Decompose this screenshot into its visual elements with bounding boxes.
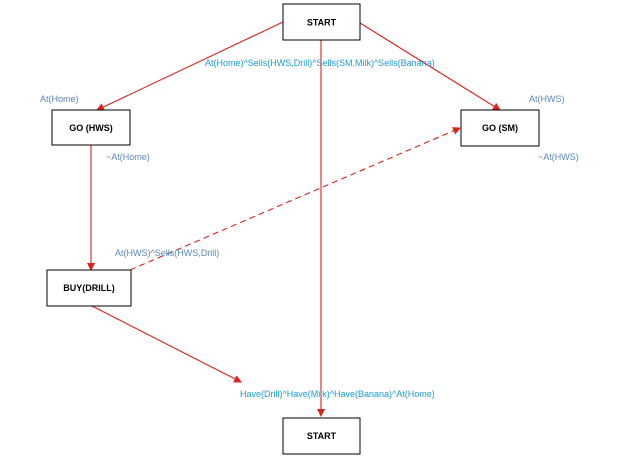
edge-buy-drill-to-goal [91,305,242,383]
annotation-initial-state: At(Home)^Sells(HWS,Drill)^Sells(SM,Milk)… [205,58,435,68]
annotations: At(Home)^Sells(HWS,Drill)^Sells(SM,Milk)… [40,58,579,399]
node-buy-drill: BUY(DRILL) [46,269,132,307]
node-buy-drill-label: BUY(DRILL) [63,283,115,293]
edge-start-to-go-sm [359,22,501,111]
node-start-top-label: START [307,18,337,28]
annotation-go-hws-effect: ~At(Home) [106,152,150,162]
annotation-buy-drill-precondition: At(HWS)^Sells(HWS,Drill) [115,248,219,258]
node-start-bottom-label: START [307,431,337,441]
node-go-hws: GO (HWS) [51,109,131,146]
annotation-go-sm-effect: ~At(HWS) [538,152,579,162]
node-go-sm-label: GO (SM) [482,123,518,133]
edges [87,21,501,417]
annotation-go-hws-precondition: At(Home) [40,94,79,104]
edge-start-to-go-hws [96,21,284,111]
node-go-sm: GO (SM) [460,109,540,147]
node-go-hws-label: GO (HWS) [69,123,113,133]
node-start-top: START [282,3,361,41]
annotation-goal-state: Have(Drill)^Have(Milk)^Have(Banana)^At(H… [240,389,435,399]
node-start-bottom: START [282,417,361,455]
annotation-go-sm-precondition: At(HWS) [529,94,565,104]
